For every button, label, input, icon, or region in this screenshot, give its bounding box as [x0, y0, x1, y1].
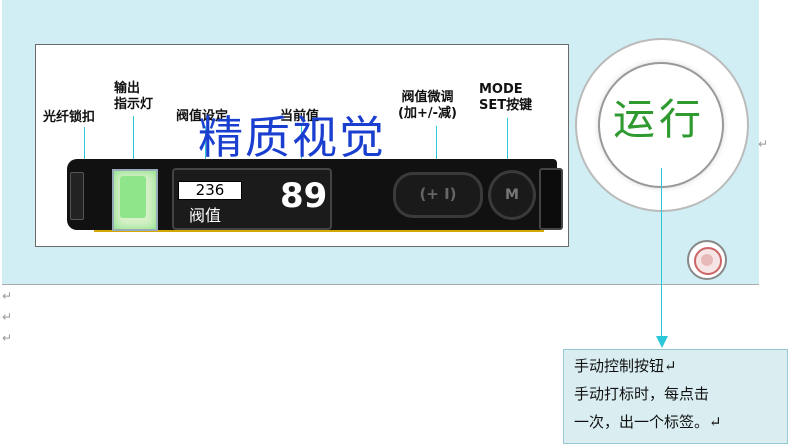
- figure-bottom-edge: [2, 284, 759, 285]
- paragraph-mark: ↵: [2, 310, 13, 324]
- threshold-label: 阀值: [189, 206, 222, 225]
- paragraph-mark: ↵: [758, 137, 769, 151]
- label-threshold-fine-tune: 阀值微调 (加+/-减): [398, 90, 457, 121]
- paragraph-mark: ↵: [2, 331, 13, 345]
- callout-arrow-icon: [656, 336, 668, 348]
- fiber-lock[interactable]: [70, 172, 84, 220]
- current-value: 89: [280, 176, 328, 216]
- output-indicator-glow: [120, 176, 146, 218]
- leader-line-adjust: [436, 126, 437, 174]
- sensor-clip: [539, 168, 563, 230]
- callout-leader-line: [661, 168, 662, 341]
- leader-line-fiber: [84, 127, 85, 172]
- indicator-lamp: [701, 254, 713, 266]
- paragraph-mark: ↵: [2, 289, 13, 303]
- label-threshold-setting: 阀值设定: [176, 109, 229, 124]
- label-fiber-lock: 光纤锁扣: [43, 110, 96, 125]
- label-current-value: 当前值: [280, 109, 320, 124]
- threshold-value: 236: [178, 181, 242, 200]
- callout-title: 手动控制按钮↵: [574, 357, 677, 375]
- mode-set-button[interactable]: M: [488, 170, 536, 220]
- label-output-indicator: 输出 指示灯: [114, 81, 154, 112]
- run-button[interactable]: [598, 62, 724, 188]
- threshold-adjust-button[interactable]: (+ I): [393, 172, 483, 218]
- callout-text-line2: 一次，出一个标签。↵: [574, 413, 722, 431]
- leader-line-current: [301, 126, 302, 180]
- leader-line-threshold: [205, 126, 206, 182]
- run-button-label: 运行: [612, 95, 705, 144]
- callout-text-line1: 手动打标时，每点击: [574, 385, 710, 403]
- label-mode-set: MODE SET按键: [479, 82, 533, 113]
- leader-line-mode: [507, 118, 508, 172]
- callout-box: 手动控制按钮↵ 手动打标时，每点击 一次，出一个标签。↵: [563, 349, 788, 444]
- watermark-text: 精质视觉: [198, 111, 387, 164]
- leader-line-indicator: [133, 116, 134, 171]
